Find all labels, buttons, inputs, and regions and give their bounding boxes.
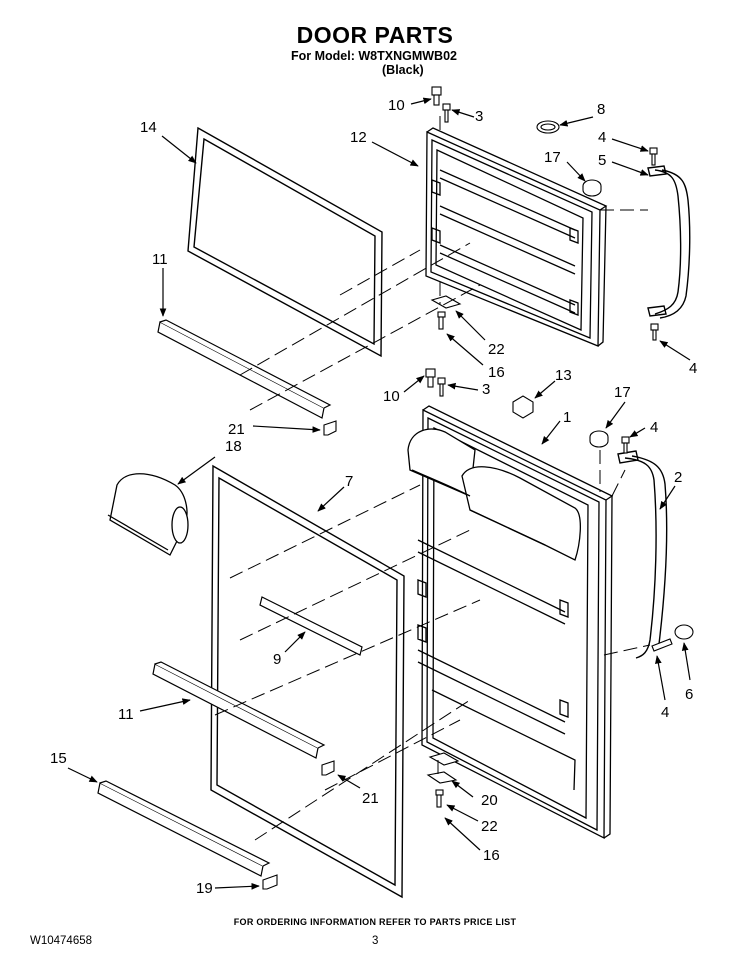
callout-4c: 4 [650,419,658,436]
fresh-food-hardware [262,368,694,890]
callout-4d: 4 [661,704,669,721]
leader-lines [67,97,691,890]
callout-22a: 22 [488,341,505,358]
color-line: (Black) [382,63,424,77]
callout-21a: 21 [228,421,245,438]
fresh-food-gasket [210,464,405,899]
callout-labels: 10 3 8 14 12 4 17 5 11 22 16 4 10 3 13 1… [50,97,697,897]
document-number: W10474658 [30,935,93,947]
breaker-strip-upper [157,319,332,419]
callout-18: 18 [225,438,242,455]
callout-10b: 10 [383,388,400,405]
callout-3b: 3 [482,381,490,398]
callout-22b: 22 [481,818,498,835]
callout-11a: 11 [152,251,168,268]
callout-17b: 17 [614,384,631,401]
assembly-lines [214,116,651,841]
freezer-hardware [430,86,659,341]
callout-2: 2 [674,469,682,486]
ordering-note: FOR ORDERING INFORMATION REFER TO PARTS … [233,917,517,927]
callout-10a: 10 [388,97,405,114]
freezer-gasket [187,126,383,358]
callout-14: 14 [140,119,157,136]
callout-3a: 3 [475,108,483,125]
model-line: For Model: W8TXNGMWB02 [291,49,457,63]
dairy-bin-cover [107,473,189,556]
callout-16b: 16 [483,847,500,864]
handle-lower [617,450,668,659]
fresh-food-door [407,405,614,840]
callout-15: 15 [50,750,67,767]
callout-6: 6 [685,686,693,703]
breaker-strips-lower [97,596,363,877]
callout-9: 9 [273,651,281,668]
callout-20: 20 [481,792,498,809]
callout-17a: 17 [544,149,561,166]
callout-12: 12 [350,129,367,146]
callout-1: 1 [563,409,571,426]
callout-4b: 4 [689,360,697,377]
page-title: DOOR PARTS [296,22,454,48]
callout-16a: 16 [488,364,505,381]
callout-7: 7 [345,473,353,490]
freezer-door [425,127,608,347]
handle-upper [647,165,691,319]
callout-13: 13 [555,367,572,384]
callout-21b: 21 [362,790,379,807]
callout-5: 5 [598,152,606,169]
callout-11b: 11 [118,706,134,723]
page-number: 3 [372,935,379,947]
callout-19: 19 [196,880,213,897]
callout-4a: 4 [598,129,606,146]
callout-8: 8 [597,101,605,118]
